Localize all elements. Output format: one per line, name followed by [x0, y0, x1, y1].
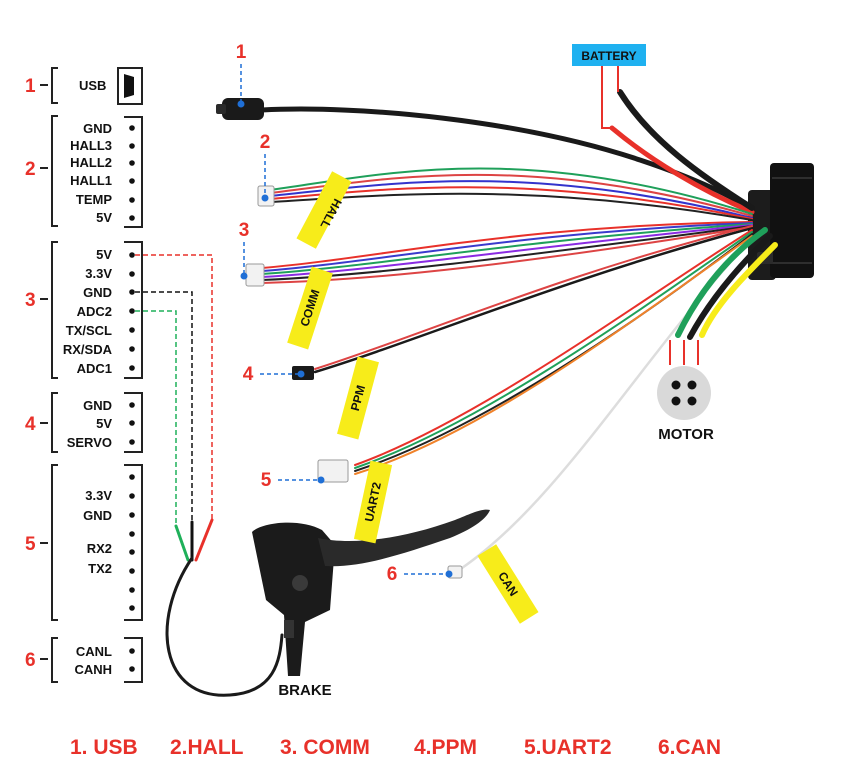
pin-group-5: 5 3.3V GND RX2 TX2: [25, 464, 143, 621]
motor-leads: [669, 340, 699, 365]
pin-label: TX2: [88, 561, 112, 576]
group-number: 3: [25, 290, 36, 311]
legend-item: 2.HALL: [170, 736, 244, 759]
pin-label: ADC1: [77, 361, 112, 376]
battery-label: BATTERY: [581, 49, 636, 63]
lever-pivot-icon: [292, 575, 308, 591]
tag-uart2: UART2: [353, 460, 393, 544]
pin-header: [124, 464, 143, 621]
usb-port-icon: [124, 74, 134, 98]
tag-hall: HALL: [296, 171, 352, 249]
brake-lever: [252, 509, 490, 676]
callout-number: 6: [387, 564, 398, 585]
pin-header: [124, 392, 143, 453]
pin-label: CANH: [74, 662, 112, 677]
pin-table: 1 USB 2 GND HALL3 HALL2 HALL1 TEMP 5V: [25, 67, 143, 683]
pin-label: GND: [83, 285, 112, 300]
callout-number: 5: [261, 470, 272, 491]
pin-group-3: 3 5V 3.3V GND ADC2 TX/SCL RX/SDA ADC1: [25, 241, 143, 379]
pin-label: GND: [83, 508, 112, 523]
group-number: 1: [25, 76, 36, 97]
pin-label: HALL3: [70, 138, 112, 153]
pin-group-4: 4 GND 5V SERVO: [25, 392, 143, 453]
pin-label: GND: [83, 398, 112, 413]
motor-icon: [657, 366, 711, 420]
pin-label: CANL: [76, 644, 112, 659]
brake-cable: [165, 518, 284, 697]
uart2-plug: [317, 459, 349, 483]
pin-label: 5V: [96, 416, 112, 431]
comm-plug: [245, 263, 265, 287]
pin-label: USB: [79, 78, 106, 93]
pin-label: RX/SDA: [63, 342, 113, 357]
pin-dots: [129, 474, 135, 611]
pin-header: [124, 241, 143, 379]
legend-item: 3. COMM: [280, 736, 370, 759]
callout-number: 2: [260, 132, 271, 153]
brake-wiring: [135, 254, 213, 526]
battery-leads: [601, 66, 619, 129]
pin-label: 5V: [96, 210, 112, 225]
group-number: 2: [25, 159, 36, 180]
tag-can: CAN: [477, 544, 539, 624]
legend: 1. USB 2.HALL 3. COMM 4.PPM 5.UART2 6.CA…: [70, 736, 721, 759]
group-number: 5: [25, 534, 36, 555]
usb-plug: [216, 98, 264, 120]
pin-label: HALL1: [70, 173, 112, 188]
brake-label: BRAKE: [278, 682, 331, 699]
pin-group-2: 2 GND HALL3 HALL2 HALL1 TEMP 5V: [25, 115, 143, 228]
pin-label: 3.3V: [85, 488, 112, 503]
callout-number: 1: [236, 42, 247, 63]
pin-group-1: 1 USB: [25, 67, 143, 105]
motor-label: MOTOR: [658, 426, 714, 443]
pin-header: [124, 116, 143, 228]
legend-item: 4.PPM: [414, 736, 477, 759]
callouts: 1 2 3 4 5 6: [236, 42, 453, 585]
pin-label: RX2: [87, 541, 112, 556]
pin-header: [124, 637, 143, 683]
pin-label: TX/SCL: [66, 323, 112, 338]
pin-header: [117, 67, 143, 105]
pin-label: HALL2: [70, 155, 112, 170]
group-number: 4: [25, 414, 36, 435]
battery-tag: BATTERY: [572, 44, 646, 66]
pin-dots: [129, 648, 135, 672]
group-number: 6: [25, 650, 36, 671]
callout-number: 4: [243, 364, 254, 385]
pin-dots: [129, 125, 135, 221]
pin-label: 3.3V: [85, 266, 112, 281]
pin-label: ADC2: [77, 304, 112, 319]
pin-label: GND: [83, 121, 112, 136]
legend-item: 5.UART2: [524, 736, 612, 759]
pin-dots: [129, 252, 135, 371]
callout-number: 3: [239, 220, 250, 241]
cable-bundle: [259, 89, 778, 570]
legend-item: 1. USB: [70, 736, 138, 759]
svg-text:PPM: PPM: [348, 384, 368, 413]
pin-dots: [129, 402, 135, 445]
legend-item: 6.CAN: [658, 736, 721, 759]
tag-ppm: PPM: [337, 356, 379, 440]
pin-group-6: 6 CANL CANH: [25, 637, 143, 683]
pin-label: TEMP: [76, 192, 112, 207]
pin-label: 5V: [96, 247, 112, 262]
pin-label: SERVO: [67, 435, 112, 450]
